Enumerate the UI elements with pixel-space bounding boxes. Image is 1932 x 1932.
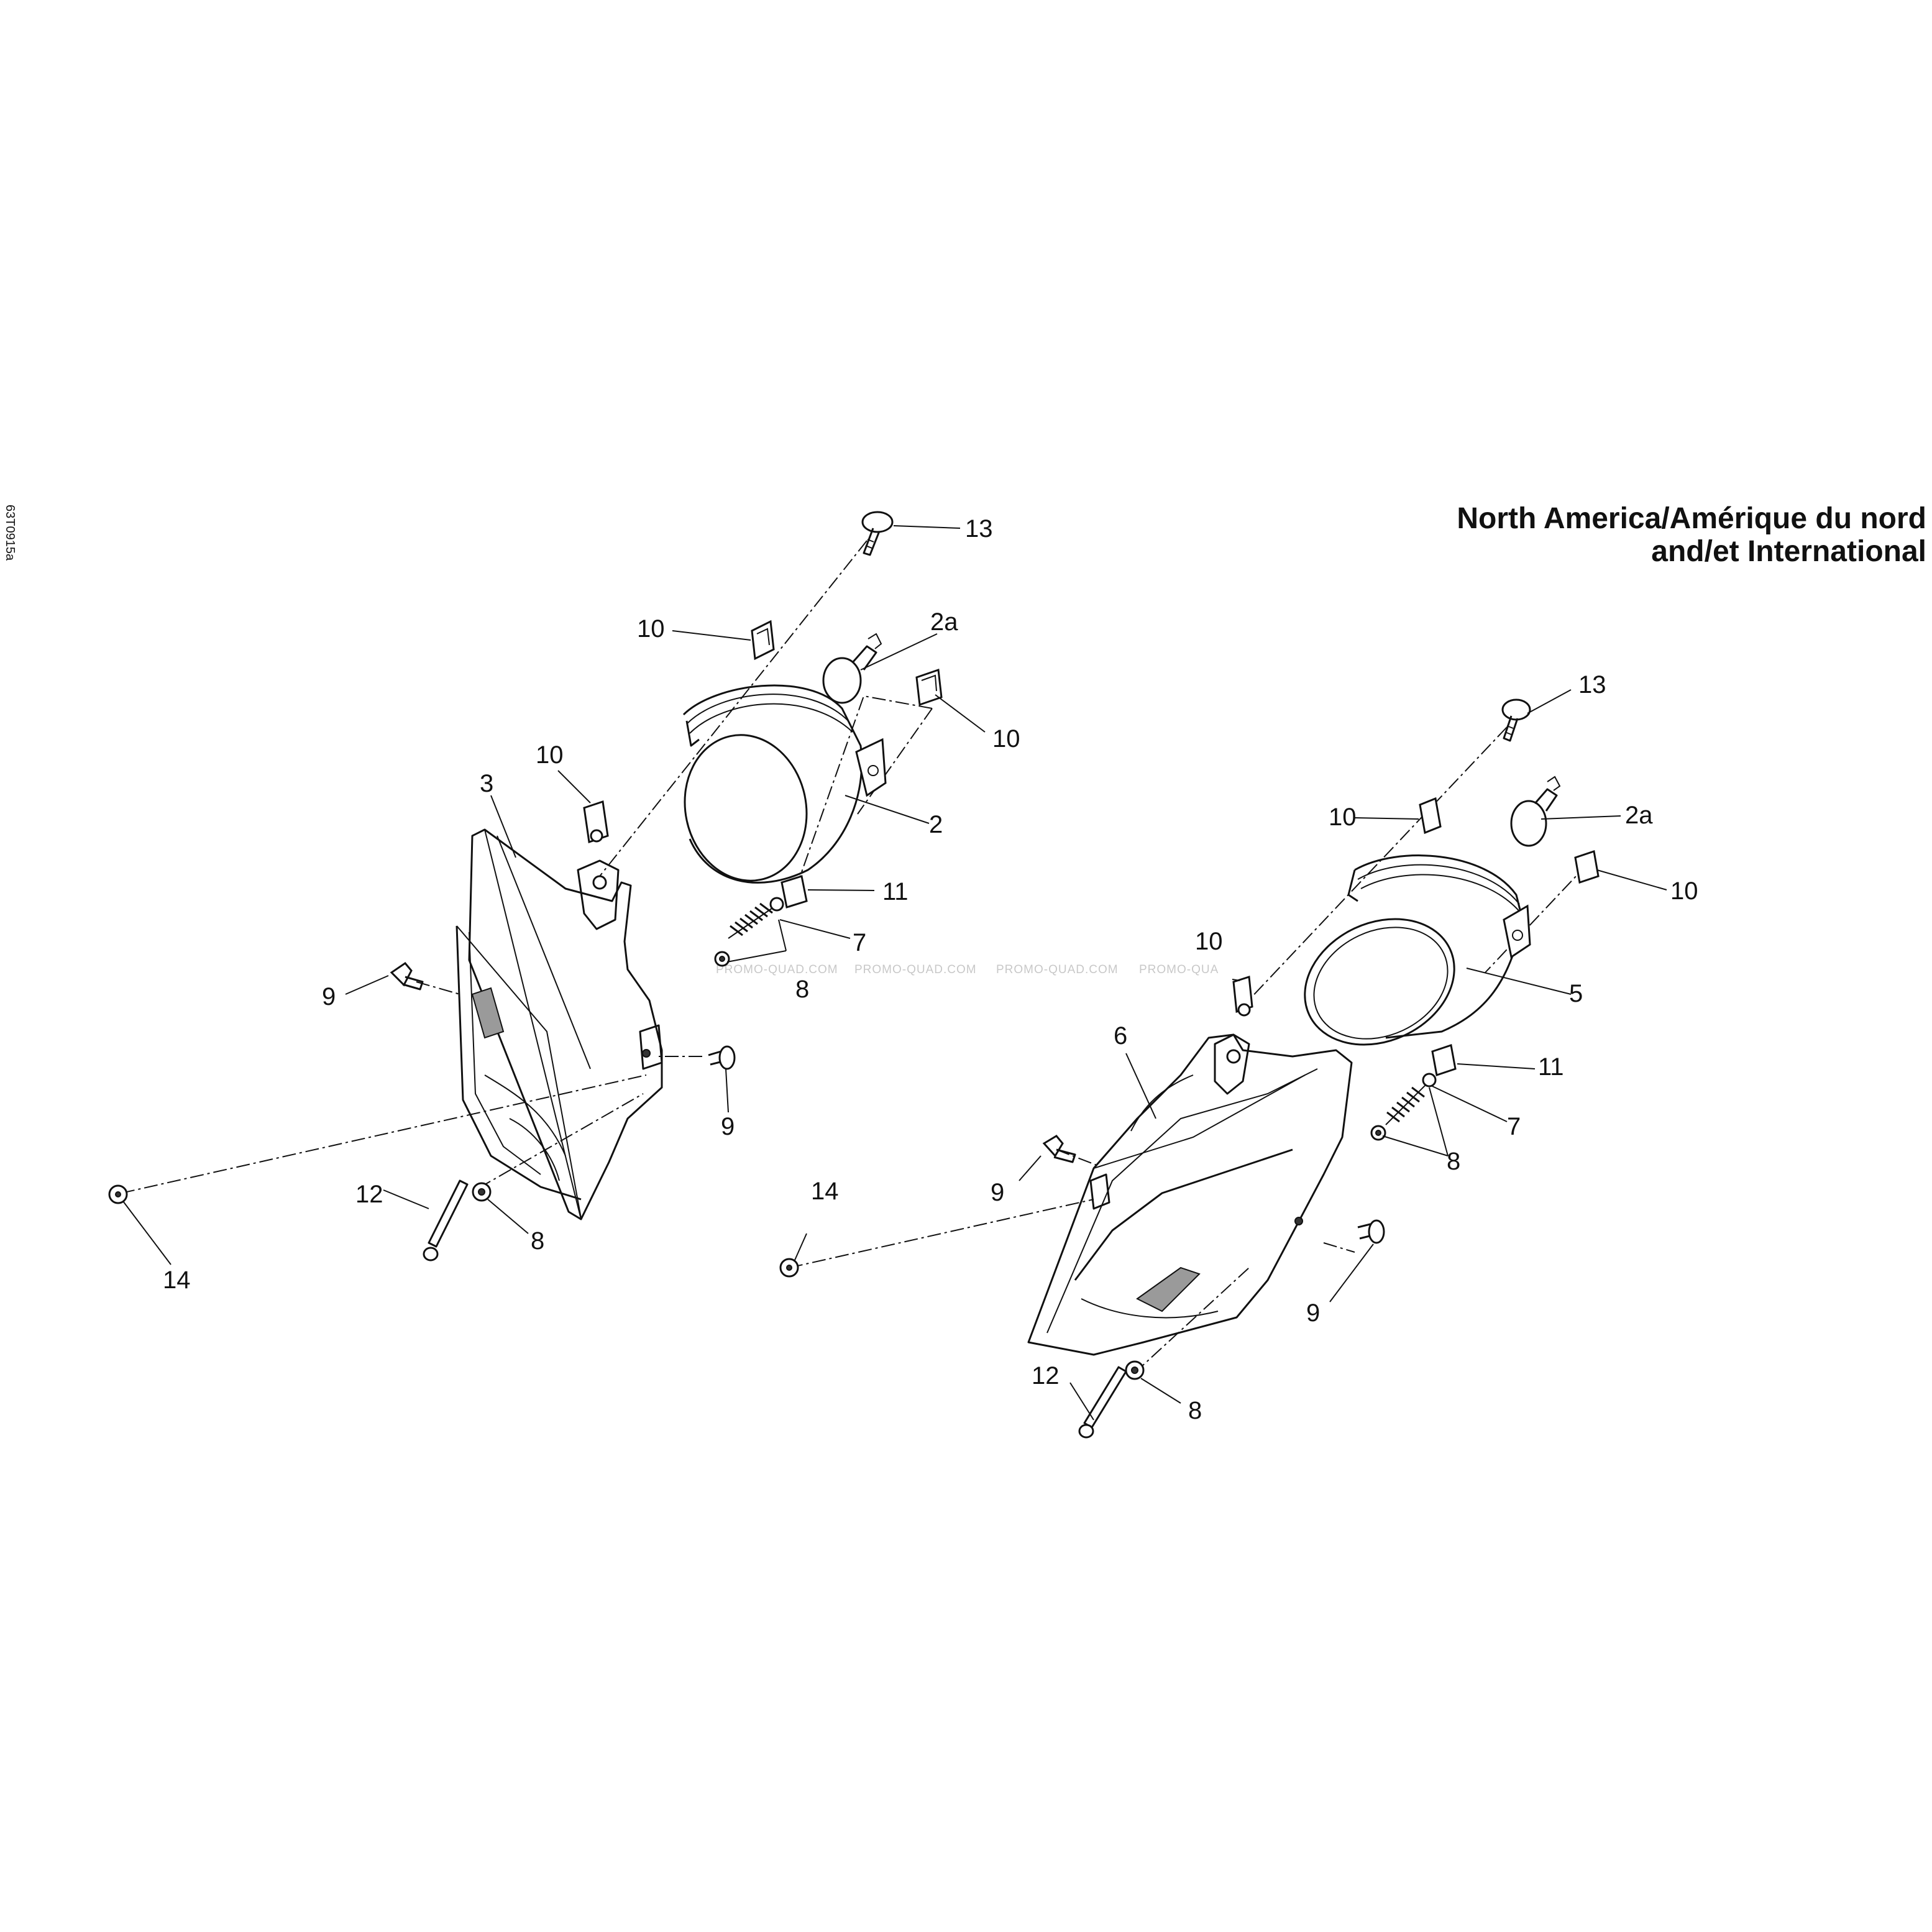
right-label-9a: 9 [991,1179,1004,1206]
left-rivet-9-a [390,961,424,991]
left-screw-13 [861,511,894,556]
right-label-8a: 8 [1447,1148,1460,1175]
right-clip-10-mid [1232,976,1253,1017]
left-label-3: 3 [480,770,493,797]
left-nut-14 [108,1184,128,1204]
right-label-13: 13 [1578,671,1606,698]
left-headlamp-2 [682,684,887,884]
right-label-10c: 10 [1195,928,1223,955]
right-label-10b: 10 [1670,877,1698,905]
right-label-8b: 8 [1188,1397,1202,1424]
right-bulb-2a [1510,776,1561,847]
left-label-13: 13 [965,515,993,543]
right-clip-10-top [1419,797,1442,835]
title-line-2: and/et International [1651,535,1926,568]
drawing-code: 63T0915a [3,505,17,561]
watermark-2: PROMO-QUAD.COM [854,963,977,976]
right-label-2a: 2a [1625,802,1653,829]
left-clip-10-right [915,668,943,707]
left-label-2: 2 [929,811,943,838]
watermark-1: PROMO-QUAD.COM [716,963,838,976]
left-label-2a: 2a [930,608,958,636]
title-line-1: North America/Amérique du nord [1457,502,1926,535]
right-rivet-9-b [1357,1219,1385,1244]
right-label-11: 11 [1538,1053,1564,1081]
right-bolt-12 [1078,1366,1127,1439]
left-label-12: 12 [355,1181,383,1208]
left-washer-8 [472,1182,492,1202]
left-label-10b: 10 [992,725,1020,753]
left-label-11: 11 [882,878,909,905]
left-bolt-12 [423,1179,469,1261]
right-clip-10-right [1574,850,1600,884]
left-label-9a: 9 [322,983,336,1010]
left-label-7: 7 [853,929,866,956]
right-label-6: 6 [1114,1022,1127,1050]
left-clip-11 [781,875,808,909]
left-label-14: 14 [163,1266,191,1294]
right-clip-11 [1431,1044,1457,1076]
watermark-3: PROMO-QUAD.COM [996,963,1119,976]
left-label-10c: 10 [536,741,564,769]
right-rivet-9-a [1042,1135,1076,1163]
right-housing-6 [1027,1033,1353,1356]
right-nut-14 [779,1258,799,1278]
left-clip-10-mid [583,800,609,843]
left-assembly: 13 10 2a 10 10 3 2 11 7 8 9 9 12 8 14 [108,511,1020,1294]
right-spring-7 [1370,1073,1437,1141]
left-housing-3 [456,828,663,1220]
right-headlamp-5 [1304,854,1531,1046]
right-label-5: 5 [1569,980,1583,1007]
right-washer-8 [1125,1360,1145,1380]
left-clip-10-top [751,620,775,661]
left-bulb-2a [822,633,882,704]
right-label-9b: 9 [1306,1299,1320,1327]
right-screw-13 [1501,698,1531,742]
right-label-12: 12 [1032,1362,1060,1389]
right-assembly: 13 10 2a 10 10 5 6 11 7 8 9 14 9 12 8 [779,671,1698,1439]
left-label-10a: 10 [637,615,665,643]
left-spring-7 [714,897,784,967]
right-label-10a: 10 [1329,803,1357,831]
right-label-14: 14 [811,1178,839,1205]
right-label-7: 7 [1507,1113,1521,1140]
left-label-8a: 8 [795,976,809,1003]
watermark-4: PROMO-QUA [1139,963,1219,976]
left-label-8b: 8 [531,1227,544,1255]
left-rivet-9-b [708,1045,736,1070]
left-label-9b: 9 [721,1113,735,1140]
